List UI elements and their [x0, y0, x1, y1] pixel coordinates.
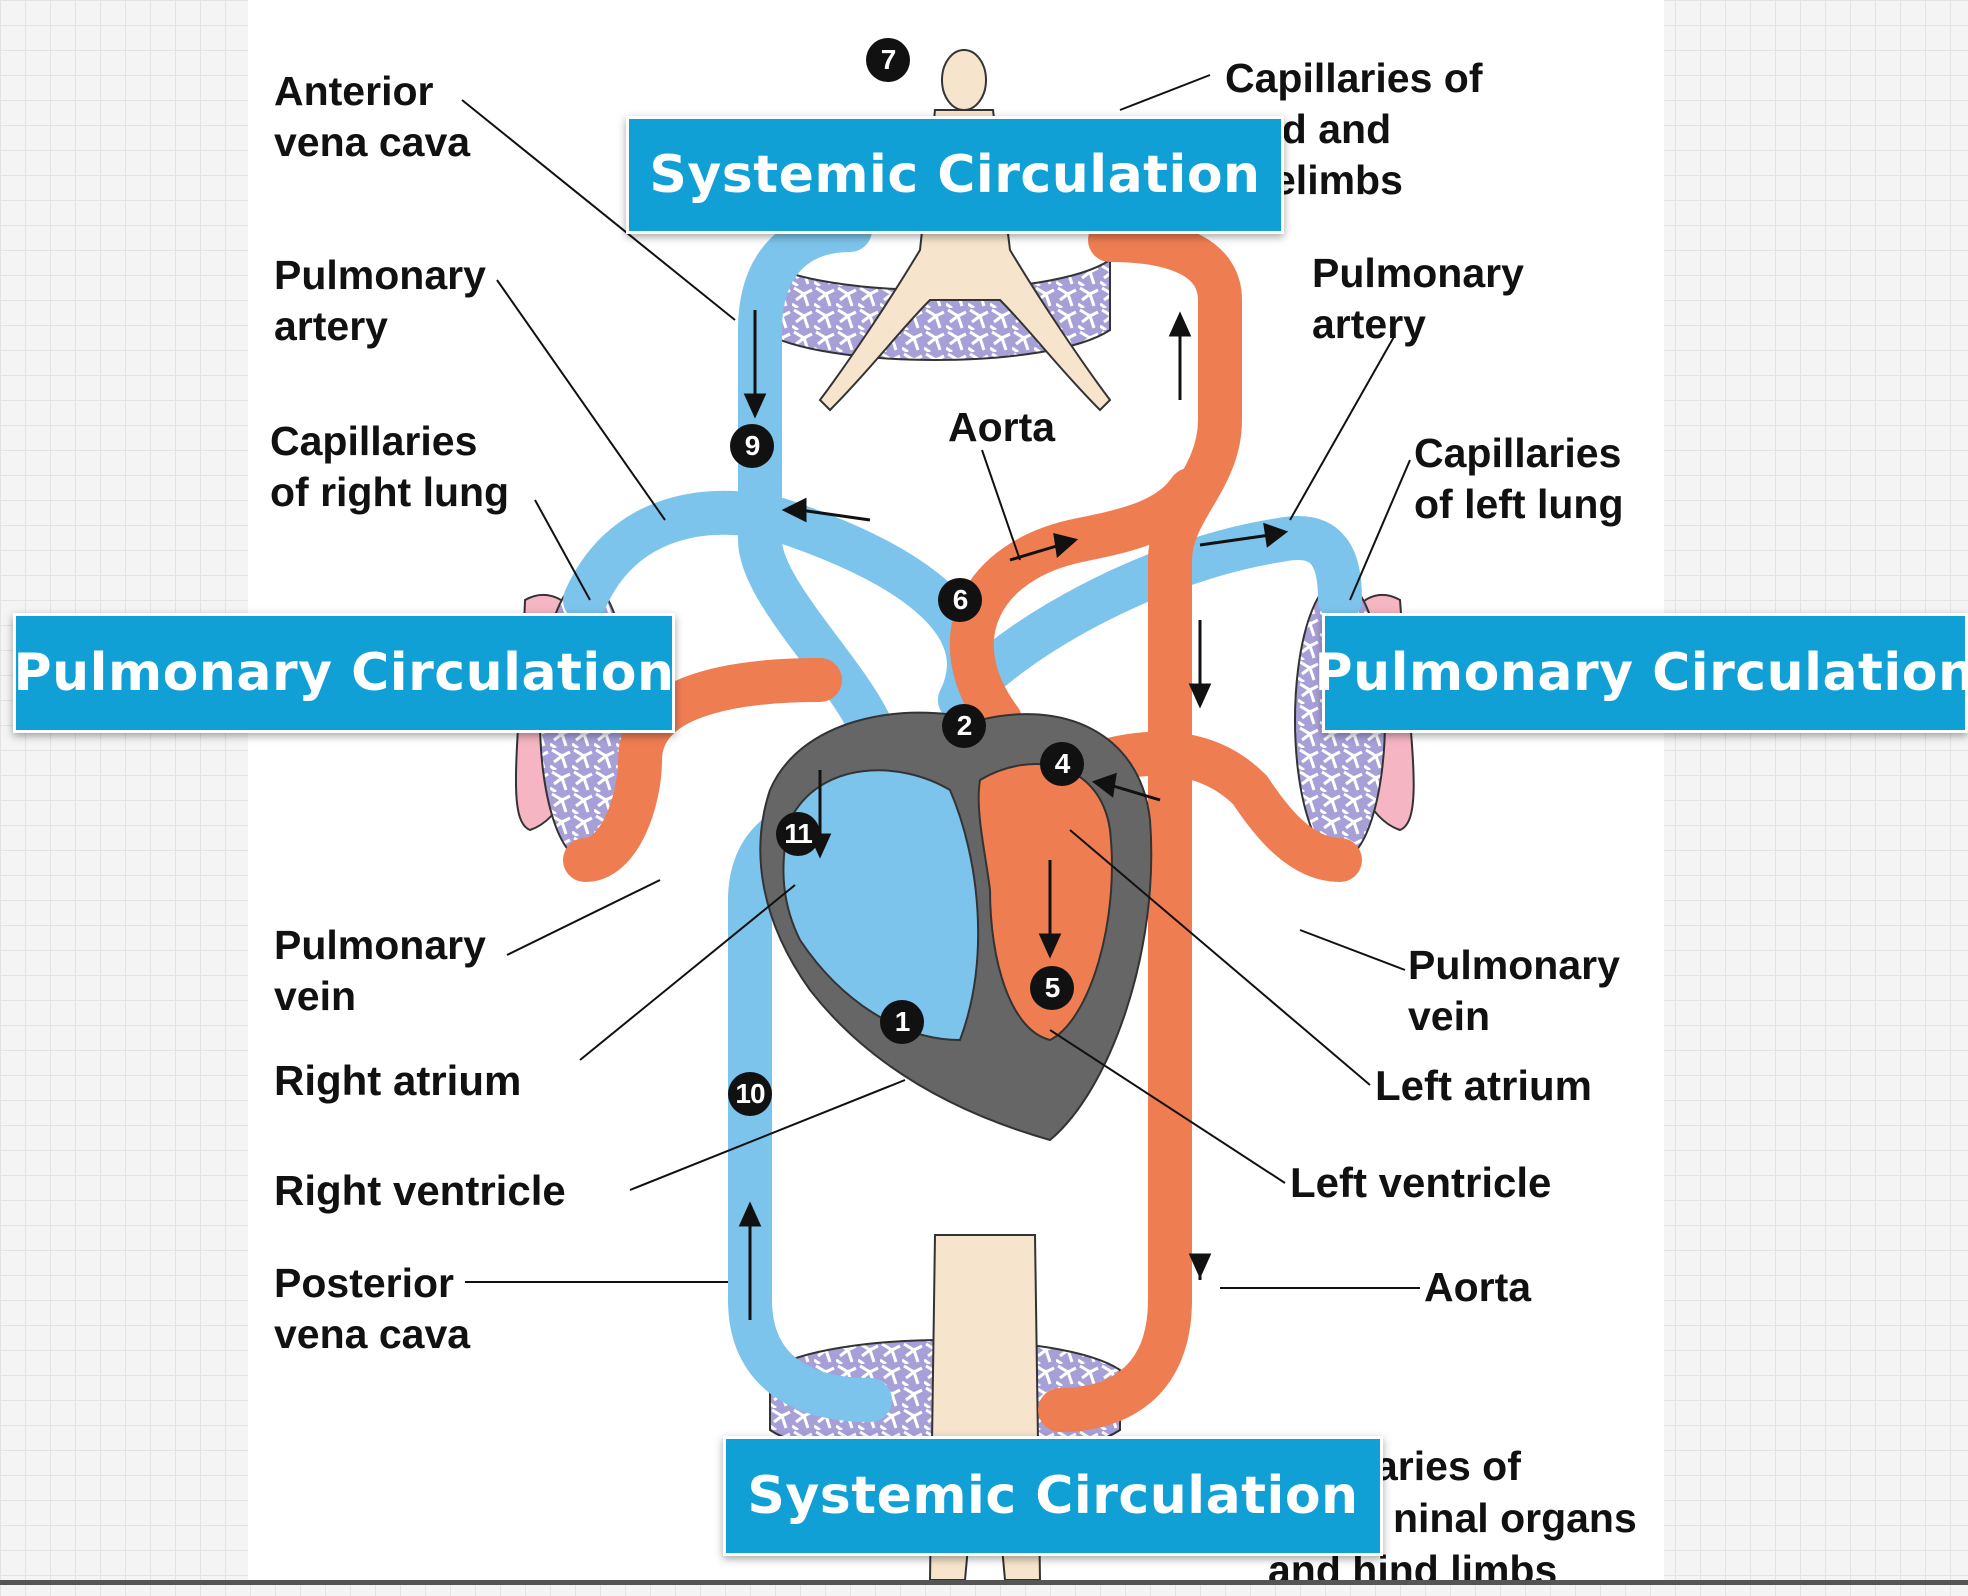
label-right-atrium: Right atrium: [274, 1055, 521, 1106]
bottom-divider: [0, 1580, 1968, 1585]
label-right-ventricle: Right ventricle: [274, 1165, 566, 1216]
callout-pulmonary-circulation-right: Pulmonary Circulation: [1322, 613, 1968, 733]
step-marker-7: 7: [866, 38, 910, 82]
callout-systemic-circulation-bottom: Systemic Circulation: [723, 1436, 1383, 1556]
label-aorta-bottom: Aorta: [1424, 1262, 1531, 1313]
label-left-ventricle: Left ventricle: [1290, 1157, 1551, 1208]
step-marker-5: 5: [1030, 966, 1074, 1010]
step-marker-6: 6: [938, 578, 982, 622]
step-marker-11: 11: [776, 812, 820, 856]
step-marker-1: 1: [880, 1000, 924, 1044]
label-left-atrium: Left atrium: [1375, 1060, 1592, 1111]
step-marker-9: 9: [730, 424, 774, 468]
step-marker-2: 2: [942, 704, 986, 748]
callout-pulmonary-circulation-left: Pulmonary Circulation: [13, 613, 675, 733]
step-marker-10: 10: [728, 1072, 772, 1116]
label-aorta-top: Aorta: [948, 402, 1055, 453]
step-marker-4: 4: [1040, 742, 1084, 786]
callout-systemic-circulation-top: Systemic Circulation: [626, 116, 1284, 234]
